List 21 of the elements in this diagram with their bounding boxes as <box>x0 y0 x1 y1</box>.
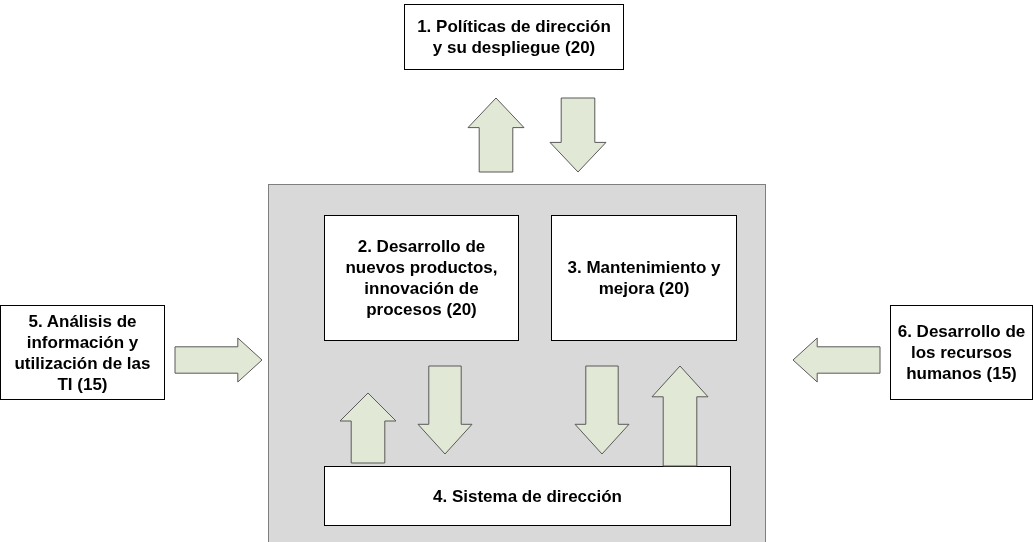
block-arrow <box>467 97 525 173</box>
process-box <box>890 305 1033 400</box>
block-arrow <box>574 365 630 455</box>
block-arrow <box>549 97 607 173</box>
box-label: 1. Políticas de dirección y su despliegue (20) <box>416 16 612 58</box>
box-label: 5. Análisis de información y utilización de las TI (15) <box>13 310 152 395</box>
container-box <box>268 184 766 542</box>
box-label: 3. Mantenimiento y mejora (20) <box>566 257 722 299</box>
process-box <box>324 466 731 526</box>
block-arrow <box>339 392 397 464</box>
block-arrow <box>792 337 881 383</box>
process-box <box>324 215 519 341</box>
process-box <box>404 4 624 70</box>
process-box <box>0 305 165 400</box>
block-arrow <box>174 337 263 383</box>
box-label: 4. Sistema de dirección <box>433 485 622 507</box>
block-arrow <box>417 365 473 455</box>
box-label: 2. Desarrollo de nuevos productos, innovación de procesos (20) <box>344 236 499 320</box>
process-box <box>551 215 737 341</box>
block-arrow <box>651 365 709 467</box>
box-label: 6. Desarrollo de los recursos humanos (15) <box>897 321 1026 384</box>
